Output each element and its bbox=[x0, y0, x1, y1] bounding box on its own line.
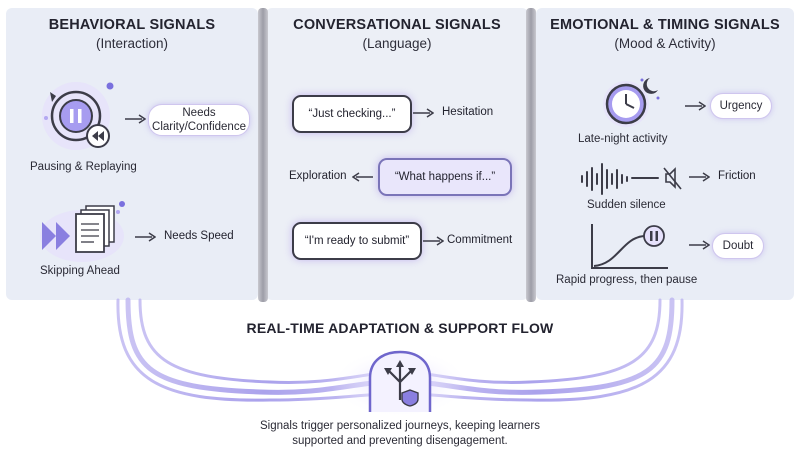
column-subtitle: (Language) bbox=[362, 36, 432, 51]
progress-curve-icon bbox=[591, 224, 668, 269]
speech-bubble: “Just checking...” bbox=[292, 95, 412, 133]
arrow-left-icon bbox=[352, 172, 373, 182]
conversational-header: CONVERSATIONAL SIGNALS (Language) bbox=[266, 0, 528, 60]
outcome-line: Clarity/Confidence bbox=[152, 121, 246, 133]
panel-divider bbox=[526, 8, 536, 302]
caption-line: supported and preventing disengagement. bbox=[292, 435, 508, 447]
panel-divider bbox=[258, 8, 268, 302]
outcome-commitment: Commitment bbox=[447, 234, 513, 246]
flow-title: REAL-TIME ADAPTATION & SUPPORT FLOW bbox=[246, 320, 554, 336]
outcome-clarity: Needs Clarity/Confidence bbox=[148, 104, 250, 136]
arrow-icon bbox=[689, 172, 710, 182]
skipping-label: Skipping Ahead bbox=[40, 265, 120, 277]
caption-line: Signals trigger personalized journeys, k… bbox=[260, 420, 540, 432]
behavioral-panel bbox=[6, 8, 258, 300]
column-subtitle: (Interaction) bbox=[95, 36, 169, 51]
silence-label: Sudden silence bbox=[587, 199, 666, 211]
column-subtitle: (Mood & Activity) bbox=[614, 36, 716, 51]
replay-icon bbox=[42, 82, 114, 150]
late-night-label: Late-night activity bbox=[578, 133, 668, 145]
progress-label: Rapid progress, then pause bbox=[556, 274, 698, 286]
pausing-label: Pausing & Replaying bbox=[30, 161, 137, 173]
arrow-icon bbox=[135, 232, 156, 242]
speech-bubble-highlighted: “What happens if...” bbox=[378, 158, 512, 196]
arrow-icon bbox=[423, 236, 444, 246]
behavioral-header: BEHAVIORAL SIGNALS (Interaction) bbox=[6, 0, 258, 60]
outcome-speed: Needs Speed bbox=[164, 230, 234, 242]
flow-caption: Signals trigger personalized journeys, k… bbox=[0, 419, 800, 449]
column-title: EMOTIONAL & TIMING SIGNALS bbox=[550, 17, 780, 33]
arrow-icon bbox=[125, 114, 146, 124]
speech-bubble: “I'm ready to submit” bbox=[292, 222, 422, 260]
arrow-icon bbox=[689, 240, 710, 250]
clock-moon-icon bbox=[603, 78, 660, 127]
routing-shield-icon bbox=[368, 350, 432, 412]
outcome-doubt: Doubt bbox=[712, 233, 764, 259]
outcome-urgency: Urgency bbox=[710, 93, 772, 119]
waveform-mute-icon bbox=[581, 163, 682, 195]
arrow-icon bbox=[413, 108, 434, 118]
arrow-icon bbox=[685, 101, 706, 111]
outcome-exploration: Exploration bbox=[289, 170, 347, 182]
skip-document-icon bbox=[40, 201, 125, 262]
outcome-friction: Friction bbox=[718, 170, 756, 182]
column-title: BEHAVIORAL SIGNALS bbox=[48, 17, 216, 33]
column-title: CONVERSATIONAL SIGNALS bbox=[293, 17, 501, 33]
outcome-line: Needs bbox=[182, 107, 216, 119]
outcome-hesitation: Hesitation bbox=[442, 106, 494, 118]
emotional-header: EMOTIONAL & TIMING SIGNALS (Mood & Activ… bbox=[536, 0, 794, 60]
